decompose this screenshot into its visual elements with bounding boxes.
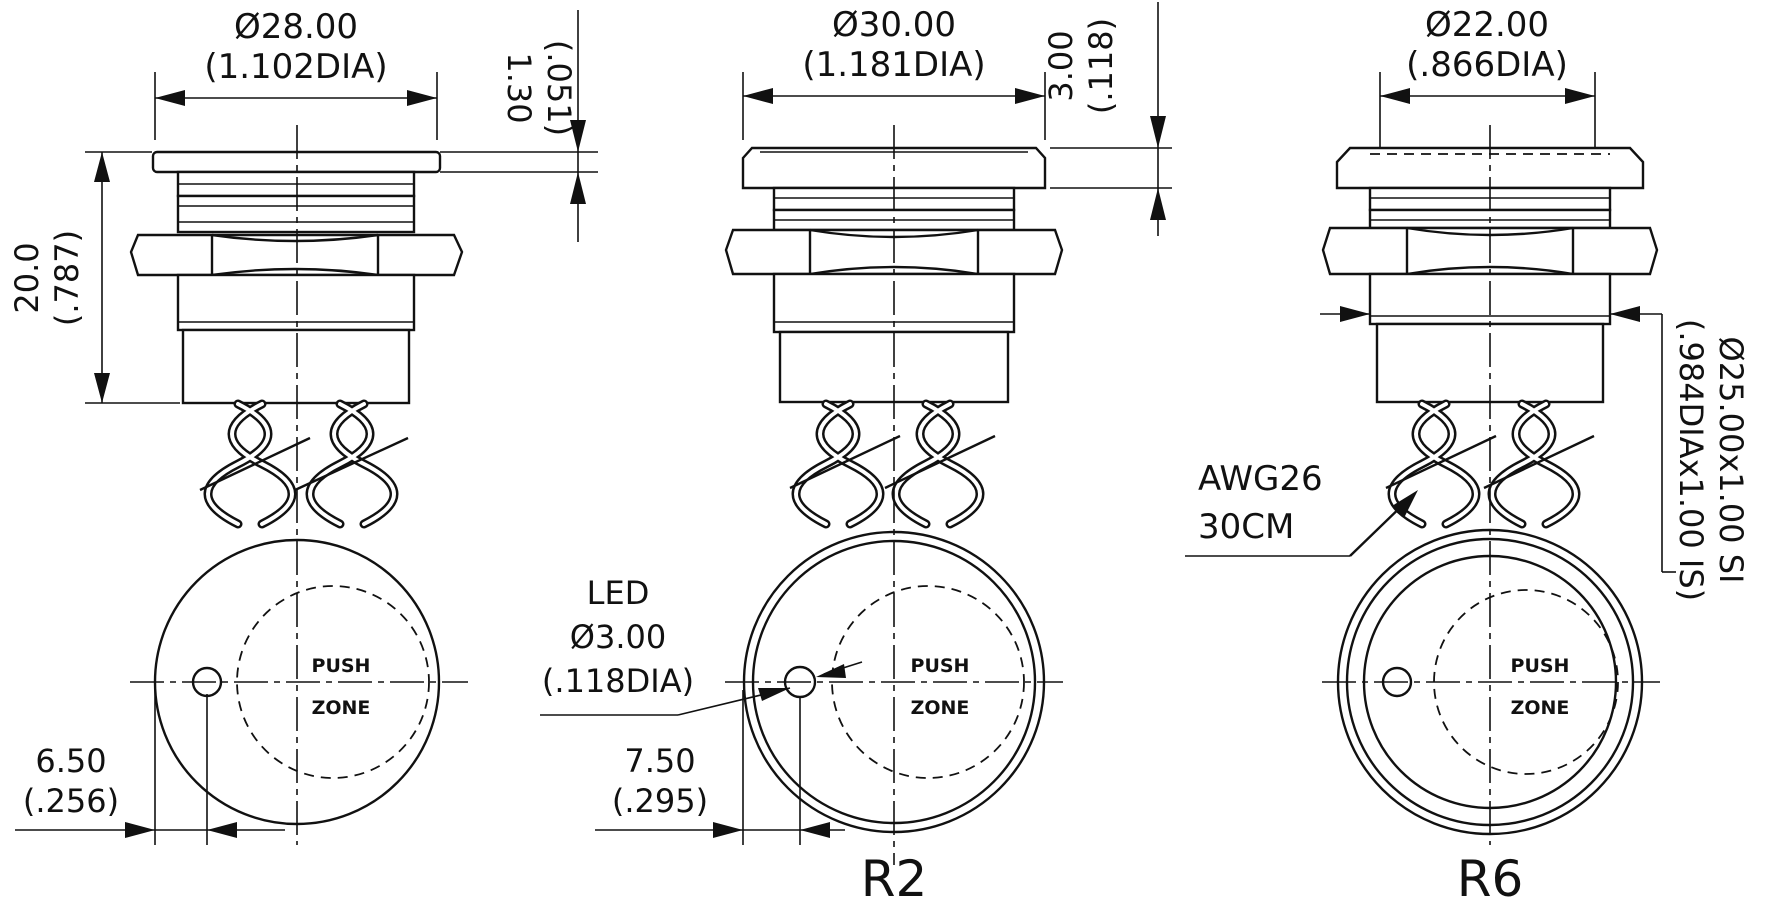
dia-in-right: (.866DIA) <box>1406 45 1568 85</box>
offset-mm-middle: 7.50 <box>624 742 695 780</box>
switch-right: Ø22.00 (.866DIA) Ø25.00x1.00 <box>1185 5 1750 904</box>
thread-spec: Ø25.00x1.00 SI <box>1712 337 1750 584</box>
top-view-right: PUSH ZONE <box>1322 125 1660 845</box>
wires-left <box>199 399 409 529</box>
dimension-offset-left: 6.50 (.256) <box>15 742 285 838</box>
dimension-bezel-left: 1.30 (.051) <box>440 10 598 242</box>
height-in-left: (.787) <box>48 230 86 326</box>
zone-text-middle: ZONE <box>911 697 970 719</box>
bezel-in-middle: (.118) <box>1082 18 1120 114</box>
led-callout-middle: LED Ø3.00 (.118DIA) <box>540 574 863 716</box>
dimension-diameter-left: Ø28.00 (1.102DIA) <box>154 7 438 140</box>
dimension-offset-middle: 7.50 (.295) <box>595 742 845 838</box>
dimension-diameter-right: Ø22.00 (.866DIA) <box>1379 5 1596 148</box>
offset-mm-left: 6.50 <box>35 742 106 780</box>
push-text-left: PUSH <box>312 655 371 677</box>
dia-mm-left: Ø28.00 <box>234 7 358 47</box>
top-view-middle: PUSH ZONE <box>725 125 1063 865</box>
push-text-middle: PUSH <box>911 655 970 677</box>
dia-in-left: (1.102DIA) <box>204 47 387 87</box>
push-text-right: PUSH <box>1511 655 1570 677</box>
led-label: LED <box>587 574 650 612</box>
bezel-in-left: (.051) <box>540 40 578 136</box>
dia-mm-right: Ø22.00 <box>1425 5 1549 45</box>
led-dia-in: (.118DIA) <box>542 662 694 700</box>
zone-text-left: ZONE <box>312 697 371 719</box>
dimension-bezel-middle: 3.00 (.118) <box>1042 2 1172 236</box>
led-dia-mm: Ø3.00 <box>570 618 666 656</box>
height-mm-left: 20.0 <box>8 242 46 313</box>
zone-text-right: ZONE <box>1511 697 1570 719</box>
bezel-mm-left: 1.30 <box>500 52 538 123</box>
switch-middle: Ø30.00 (1.181DIA) 3.00 (.118) <box>540 2 1172 904</box>
variant-label-r6: R6 <box>1457 850 1524 904</box>
thread-dimension-right: Ø25.00x1.00 SI (.984DIAx1.00 IS) <box>1320 306 1750 601</box>
awg-callout: AWG26 30CM <box>1185 459 1418 557</box>
wire-gauge: AWG26 <box>1198 459 1323 499</box>
offset-in-middle: (.295) <box>612 782 708 820</box>
dia-mm-middle: Ø30.00 <box>832 5 956 45</box>
wire-length: 30CM <box>1198 507 1294 547</box>
bezel-mm-middle: 3.00 <box>1042 30 1080 101</box>
switch-left: Ø28.00 (1.102DIA) 1.30 (.051) 20.0 (.787… <box>8 7 598 845</box>
offset-in-left: (.256) <box>23 782 119 820</box>
thread-spec-in: (.984DIAx1.00 IS) <box>1672 319 1710 601</box>
wires-middle <box>789 399 996 529</box>
variant-label-r2: R2 <box>861 850 928 904</box>
dimension-height-left: 20.0 (.787) <box>8 151 180 404</box>
dimension-diameter-middle: Ø30.00 (1.181DIA) <box>742 5 1046 140</box>
dia-in-middle: (1.181DIA) <box>802 45 985 85</box>
top-view-left: PUSH ZONE <box>130 125 468 845</box>
